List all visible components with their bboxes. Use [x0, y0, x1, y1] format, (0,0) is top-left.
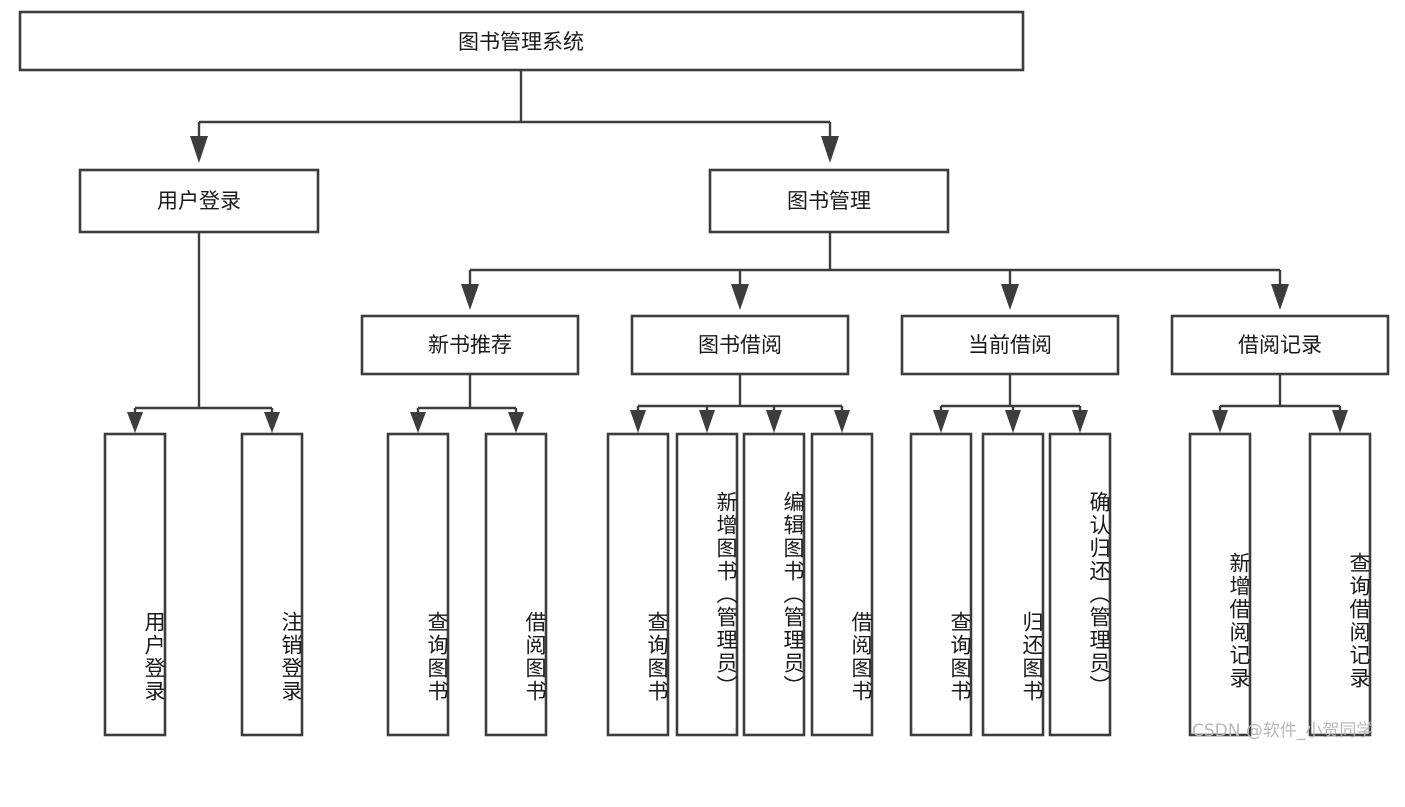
arrowhead-user-login: [190, 136, 208, 163]
connector-group-book-borrow: [630, 374, 850, 433]
arrowhead-leaf-edit-book-admin: [766, 410, 782, 433]
node-book-borrow-label: 图书借阅: [698, 333, 782, 357]
arrowhead-leaf-borrow-book: [834, 410, 850, 433]
node-current-borrow[interactable]: 当前借阅: [900, 314, 1120, 376]
node-leaf-borrow-book-new-box[interactable]: [484, 432, 548, 737]
arrowhead-book-borrow: [731, 284, 749, 310]
node-user-login-label: 用户登录: [157, 189, 241, 213]
node-book-manage[interactable]: 图书管理: [708, 168, 950, 234]
arrowhead-leaf-query-book-borrow: [630, 410, 646, 433]
arrowhead-new-book-recommend: [461, 284, 479, 310]
node-current-borrow-box[interactable]: [900, 314, 1120, 376]
connector-group-current-borrow: [933, 374, 1088, 433]
arrowhead-leaf-query-borrow-record: [1332, 410, 1348, 433]
arrowhead-current-borrow: [1001, 284, 1019, 310]
arrowhead-leaf-query-book-new: [410, 412, 426, 433]
connector-group-borrow-record: [1212, 374, 1348, 433]
arrowhead-leaf-user-login: [127, 412, 143, 433]
node-leaf-query-borrow-record-box[interactable]: [1308, 432, 1372, 737]
node-borrow-record-box[interactable]: [1170, 314, 1390, 376]
arrowhead-borrow-record: [1271, 284, 1289, 310]
node-book-borrow[interactable]: 图书借阅: [630, 314, 850, 376]
node-new-book-recommend[interactable]: 新书推荐: [360, 314, 580, 376]
connector-group-root: [190, 70, 839, 163]
arrowhead-leaf-borrow-book-new: [508, 412, 524, 433]
arrowhead-leaf-return-book: [1005, 410, 1021, 433]
node-leaf-logout-box[interactable]: [240, 432, 304, 737]
node-leaf-add-borrow-record-box[interactable]: [1188, 432, 1252, 737]
node-leaf-query-book-borrow-box[interactable]: [606, 432, 670, 737]
node-book-manage-label: 图书管理: [787, 189, 871, 213]
node-root-label: 图书管理系统: [458, 30, 584, 54]
arrowhead-leaf-add-book-admin: [699, 410, 715, 433]
arrowhead-book-manage: [821, 136, 839, 163]
arrowhead-leaf-confirm-return-admin: [1072, 410, 1088, 433]
node-leaf-return-book-box[interactable]: [981, 432, 1045, 737]
flowchart-svg: 图书管理系统 用户登录 图书管理 新书推荐 图书借阅 当前借阅 借阅记录: [18, 10, 1390, 737]
node-leaf-borrow-book-box[interactable]: [810, 432, 874, 737]
node-current-borrow-label: 当前借阅: [968, 333, 1052, 357]
connector-group-user-login: [127, 232, 280, 433]
csdn-watermark: CSDN @软件_小贺同学: [1192, 721, 1374, 741]
arrowhead-leaf-logout: [264, 412, 280, 433]
connector-group-new-book-recommend: [410, 374, 524, 433]
node-leaf-user-login-box[interactable]: [103, 432, 167, 737]
flowchart-canvas: 图书管理系统 用户登录 图书管理 新书推荐 图书借阅 当前借阅 借阅记录: [18, 10, 1390, 741]
node-leaf-confirm-return-admin-box[interactable]: [1048, 432, 1112, 737]
node-borrow-record[interactable]: 借阅记录: [1170, 314, 1390, 376]
node-new-book-recommend-label: 新书推荐: [428, 333, 512, 357]
arrowhead-leaf-add-borrow-record: [1212, 410, 1228, 433]
node-leaf-edit-book-admin-box[interactable]: [742, 432, 806, 737]
node-new-book-recommend-box[interactable]: [360, 314, 580, 376]
node-root-box[interactable]: [18, 10, 1025, 72]
node-book-manage-box[interactable]: [708, 168, 950, 234]
node-book-borrow-box[interactable]: [630, 314, 850, 376]
node-user-login-box[interactable]: [78, 168, 320, 234]
node-borrow-record-label: 借阅记录: [1238, 333, 1322, 357]
node-leaf-query-book-new-box[interactable]: [386, 432, 450, 737]
node-root[interactable]: 图书管理系统: [18, 10, 1025, 72]
node-leaf-query-book-current-box[interactable]: [909, 432, 973, 737]
arrowhead-leaf-query-book-current: [933, 410, 949, 433]
node-user-login[interactable]: 用户登录: [78, 168, 320, 234]
connector-group-book-manage: [461, 232, 1289, 310]
node-leaf-add-book-admin-box[interactable]: [675, 432, 739, 737]
